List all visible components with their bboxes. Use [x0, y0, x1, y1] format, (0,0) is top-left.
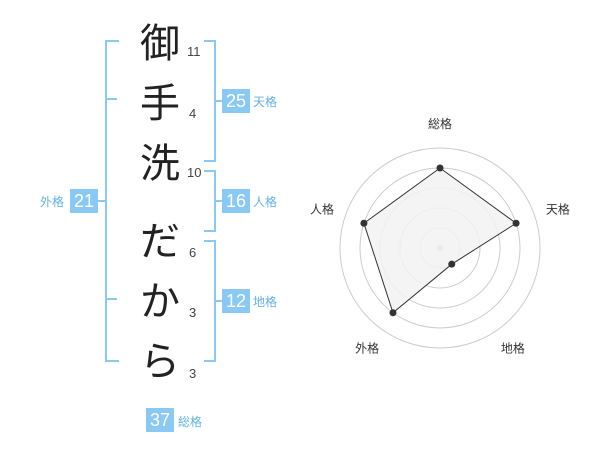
gaikaku-label: 外格 — [40, 195, 65, 209]
radar-axis-label-1: 総格 — [428, 116, 452, 131]
jinkaku-label: 人格 — [253, 195, 278, 209]
radar-ring-outer — [339, 147, 541, 349]
stroke-count-5: 3 — [189, 305, 197, 320]
gaikaku-tick-1 — [105, 98, 117, 100]
jinkaku-value: 16 — [222, 189, 251, 213]
chikaku-label: 地格 — [253, 295, 278, 309]
jinkaku-connector — [214, 200, 222, 202]
gaikaku-bracket — [105, 40, 119, 362]
gaikaku-value: 21 — [70, 189, 99, 213]
radar-ring — [399, 207, 481, 289]
gaikaku-tick-2 — [105, 298, 117, 300]
stroke-count-1: 11 — [187, 44, 201, 59]
name-char-1: 御 — [140, 21, 180, 67]
radar-point-4 — [389, 309, 397, 317]
name-char-4: だ — [140, 219, 180, 265]
radar-axis-label-3: 地格 — [501, 340, 525, 355]
stroke-count-3: 10 — [187, 165, 202, 180]
name-char-2: 手 — [140, 81, 180, 127]
tenkaku-value: 25 — [222, 89, 251, 113]
name-char-3: 洗 — [140, 141, 180, 187]
stroke-count-2: 4 — [189, 106, 197, 121]
radar-ring — [379, 187, 501, 309]
gaikaku-connector — [94, 200, 105, 202]
radar-point-1 — [436, 164, 444, 172]
radar-axis-label-5: 人格 — [310, 202, 334, 217]
radar-center — [436, 244, 444, 252]
tenkaku-label: 天格 — [253, 95, 278, 109]
soukaku-value: 37 — [146, 408, 175, 432]
chikaku-value: 12 — [222, 289, 251, 313]
radar-ring — [359, 167, 521, 329]
tenkaku-connector — [214, 100, 222, 102]
soukaku-label: 総格 — [178, 415, 203, 429]
radar-point-3 — [448, 260, 456, 268]
stroke-count-6: 3 — [189, 366, 197, 381]
radar-point-5 — [360, 219, 368, 227]
radar-axis-label-4: 外格 — [355, 340, 379, 355]
radar-point-2 — [512, 219, 520, 227]
name-char-5: か — [140, 279, 180, 325]
radar-ring — [419, 227, 461, 269]
radar-series — [363, 167, 517, 314]
name-char-6: ら — [140, 339, 180, 385]
stroke-count-4: 6 — [189, 245, 197, 260]
chikaku-connector — [214, 300, 222, 302]
radar-axis-label-2: 天格 — [546, 202, 570, 217]
